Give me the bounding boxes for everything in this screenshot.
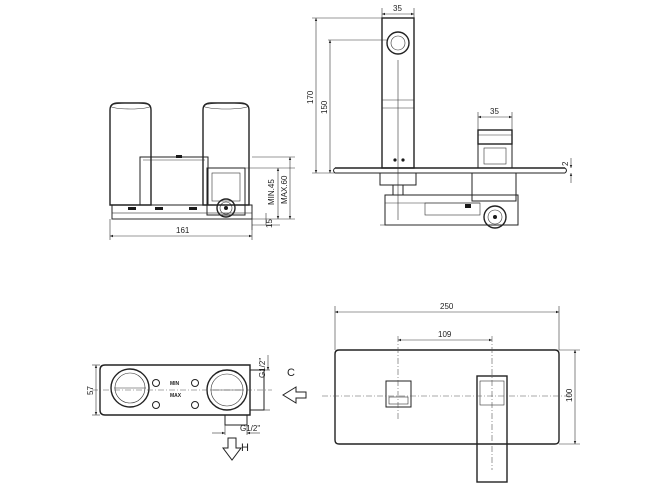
thread-cold-label: G1/2" <box>258 358 267 378</box>
side-view: 35 170 150 35 2 <box>306 4 573 229</box>
spout-width-label: 35 <box>393 4 402 13</box>
thread-hot-label: G1/2" <box>240 424 260 433</box>
plate-width-label: 250 <box>440 302 454 311</box>
plate-height-label: 100 <box>565 388 574 402</box>
height-170-label: 170 <box>306 90 315 104</box>
plate-view: 250 109 100 <box>322 302 580 483</box>
plan-depth-label: 57 <box>86 386 95 395</box>
hot-label: H <box>241 442 249 454</box>
height-150-label: 150 <box>320 100 329 114</box>
plate-offset-label: 109 <box>438 330 452 339</box>
max-mark: MAX <box>170 393 182 399</box>
front-width-label: 161 <box>176 226 190 235</box>
max-depth-label: MAX.60 <box>280 175 289 204</box>
plan-view: MIN MAX 57 G1/2" C G1/2" H <box>86 355 307 461</box>
cold-label: C <box>287 367 295 379</box>
plate-thickness-label: 2 <box>561 161 570 166</box>
dim-15-label: 15 <box>265 219 274 228</box>
handle-width-label: 35 <box>490 107 499 116</box>
min-mark: MIN <box>170 381 180 387</box>
front-view: 161 MIN.45 MAX.60 15 <box>109 102 295 240</box>
min-depth-label: MIN.45 <box>267 179 276 205</box>
